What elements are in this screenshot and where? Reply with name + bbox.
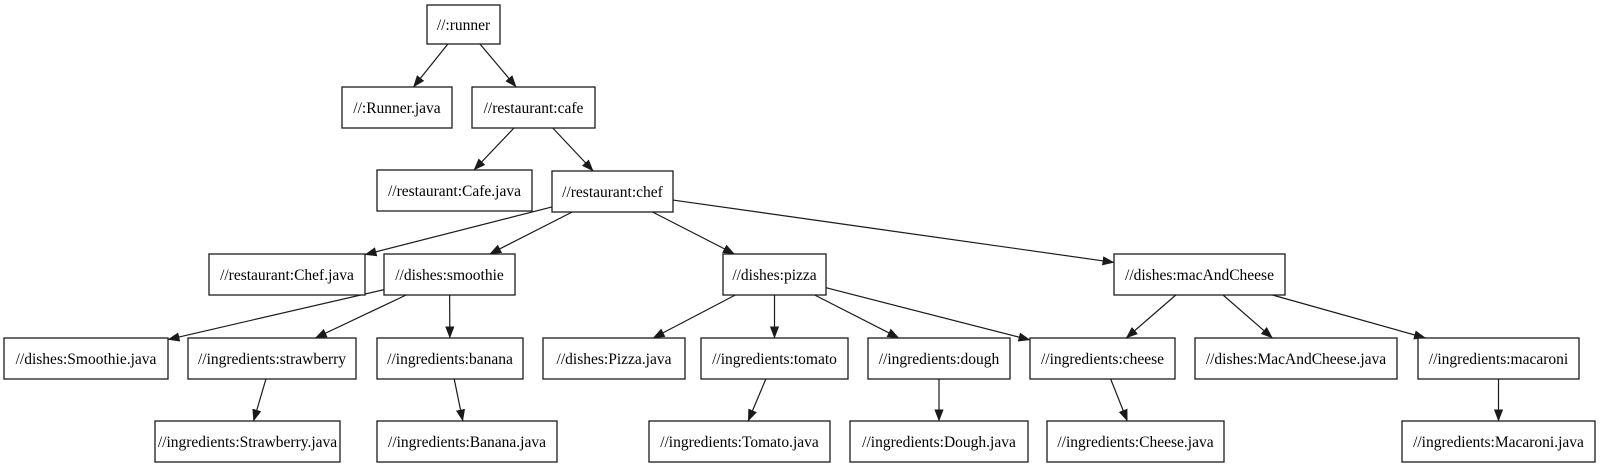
graph-node-dough_java: //ingredients:Dough.java xyxy=(849,420,1029,463)
graph-edge-chef-to-smoothie xyxy=(489,211,573,255)
graph-edge-runner-to-runner_java xyxy=(412,43,449,88)
graph-node-box xyxy=(471,86,596,129)
graph-node-box xyxy=(700,337,849,380)
graph-node-chef: //restaurant:chef xyxy=(551,170,674,213)
graph-edge-tomato-to-tomato_java xyxy=(747,378,767,422)
graph-node-label: //:Runner.java xyxy=(353,100,441,117)
graph-node-macandcheese_java: //dishes:MacAndCheese.java xyxy=(1194,337,1398,380)
graph-node-macaroni_java: //ingredients:Macaroni.java xyxy=(1401,420,1596,463)
graph-node-cafe: //restaurant:cafe xyxy=(471,86,596,129)
graph-edge-chef-to-pizza xyxy=(652,211,735,255)
graph-node-box xyxy=(1113,253,1286,296)
graph-node-label: //ingredients:tomato xyxy=(712,351,837,368)
graph-node-box xyxy=(376,420,558,463)
graph-edge-macandcheese-to-macandcheese_java xyxy=(1222,294,1273,339)
graph-edge-chef-to-macandcheese xyxy=(672,199,1115,266)
graph-edge-smoothie-to-smoothie_java xyxy=(167,289,385,342)
graph-node-smoothie_java: //dishes:Smoothie.java xyxy=(3,337,169,380)
graph-node-runner_java: //:Runner.java xyxy=(341,86,453,129)
graph-node-label: //dishes:smoothie xyxy=(395,267,504,284)
graph-node-box xyxy=(849,420,1029,463)
graph-node-runner: //:runner xyxy=(426,4,501,45)
graph-node-label: //ingredients:strawberry xyxy=(198,351,346,368)
graph-node-label: //restaurant:Cafe.java xyxy=(388,183,521,200)
graph-node-label: //ingredients:cheese xyxy=(1041,351,1164,368)
graph-edge-strawberry-to-strawberry_java xyxy=(252,378,267,422)
graph-node-box xyxy=(722,253,827,296)
graph-node-cheese_java: //ingredients:Cheese.java xyxy=(1046,420,1225,463)
graph-node-label: //dishes:macAndCheese xyxy=(1125,267,1274,284)
graph-node-label: //ingredients:Macaroni.java xyxy=(1413,434,1584,451)
graph-edge-smoothie-to-strawberry xyxy=(314,294,407,339)
graph-node-box xyxy=(376,169,533,212)
graph-node-label: //ingredients:Strawberry.java xyxy=(158,434,337,451)
graph-node-box xyxy=(208,253,366,296)
graph-edge-cafe-to-chef xyxy=(552,127,594,172)
graph-node-tomato: //ingredients:tomato xyxy=(700,337,849,380)
graph-node-label: //dishes:Pizza.java xyxy=(557,351,672,368)
graph-node-macaroni: //ingredients:macaroni xyxy=(1417,337,1580,380)
graph-node-cafe_java: //restaurant:Cafe.java xyxy=(376,169,533,212)
graph-node-label: //restaurant:cafe xyxy=(484,100,584,117)
graph-node-box xyxy=(154,420,341,463)
graph-node-macandcheese: //dishes:macAndCheese xyxy=(1113,253,1286,296)
graph-node-cheese: //ingredients:cheese xyxy=(1029,337,1176,380)
graph-node-chef_java: //restaurant:Chef.java xyxy=(208,253,366,296)
graph-node-tomato_java: //ingredients:Tomato.java xyxy=(648,420,831,463)
graph-node-label: //ingredients:Tomato.java xyxy=(660,434,819,451)
graph-node-label: //restaurant:Chef.java xyxy=(220,267,354,284)
graph-node-box xyxy=(542,337,686,380)
graph-node-box xyxy=(383,253,516,296)
graph-node-label: //ingredients:Banana.java xyxy=(388,434,546,451)
graph-node-label: //ingredients:macaroni xyxy=(1429,351,1569,368)
graph-edge-banana-to-banana_java xyxy=(453,378,466,422)
graph-node-label: //ingredients:Dough.java xyxy=(862,434,1016,451)
graph-edge-chef-to-chef_java xyxy=(364,206,553,257)
graph-node-strawberry_java: //ingredients:Strawberry.java xyxy=(154,420,341,463)
graph-node-pizza_java: //dishes:Pizza.java xyxy=(542,337,686,380)
graph-node-box xyxy=(1194,337,1398,380)
graph-node-label: //ingredients:dough xyxy=(879,351,1000,368)
graph-node-strawberry: //ingredients:strawberry xyxy=(187,337,357,380)
graph-node-box xyxy=(1029,337,1176,380)
graph-node-box xyxy=(426,4,501,45)
graph-node-pizza: //dishes:pizza xyxy=(722,253,827,296)
graph-node-box xyxy=(1417,337,1580,380)
graph-node-box xyxy=(648,420,831,463)
graph-node-dough: //ingredients:dough xyxy=(867,337,1011,380)
graph-node-box xyxy=(867,337,1011,380)
graph-node-box xyxy=(1046,420,1225,463)
graph-node-label: //dishes:MacAndCheese.java xyxy=(1206,351,1386,368)
graph-edges-layer xyxy=(167,43,1504,422)
graph-edge-macandcheese-to-cheese xyxy=(1125,294,1177,339)
graph-nodes-layer: //:runner //:Runner.java //restaurant:cafe… xyxy=(3,4,1596,463)
graph-edge-cafe-to-cafe_java xyxy=(473,127,515,171)
graph-node-smoothie: //dishes:smoothie xyxy=(383,253,516,296)
graph-node-box xyxy=(3,337,169,380)
graph-node-box xyxy=(376,337,524,380)
graph-edge-pizza-to-cheese xyxy=(825,287,1031,342)
graph-node-box xyxy=(341,86,453,129)
graph-node-label: //dishes:Smoothie.java xyxy=(16,351,157,368)
graph-edge-macandcheese-to-macaroni xyxy=(1272,294,1427,340)
graph-node-label: //ingredients:Cheese.java xyxy=(1057,434,1213,451)
graph-node-box xyxy=(187,337,357,380)
graph-edge-runner-to-cafe xyxy=(479,43,517,88)
graph-node-box xyxy=(551,170,674,213)
graph-node-banana: //ingredients:banana xyxy=(376,337,524,380)
graph-node-banana_java: //ingredients:Banana.java xyxy=(376,420,558,463)
graph-node-label: //restaurant:chef xyxy=(562,184,664,201)
graph-edge-pizza-to-pizza_java xyxy=(652,294,736,339)
graph-edge-cheese-to-cheese_java xyxy=(1110,378,1128,422)
graph-node-label: //dishes:pizza xyxy=(732,267,816,284)
graph-node-label: //:runner xyxy=(437,17,491,34)
graph-node-box xyxy=(1401,420,1596,463)
graph-edge-pizza-to-dough xyxy=(814,294,900,339)
graph-node-label: //ingredients:banana xyxy=(387,351,513,368)
